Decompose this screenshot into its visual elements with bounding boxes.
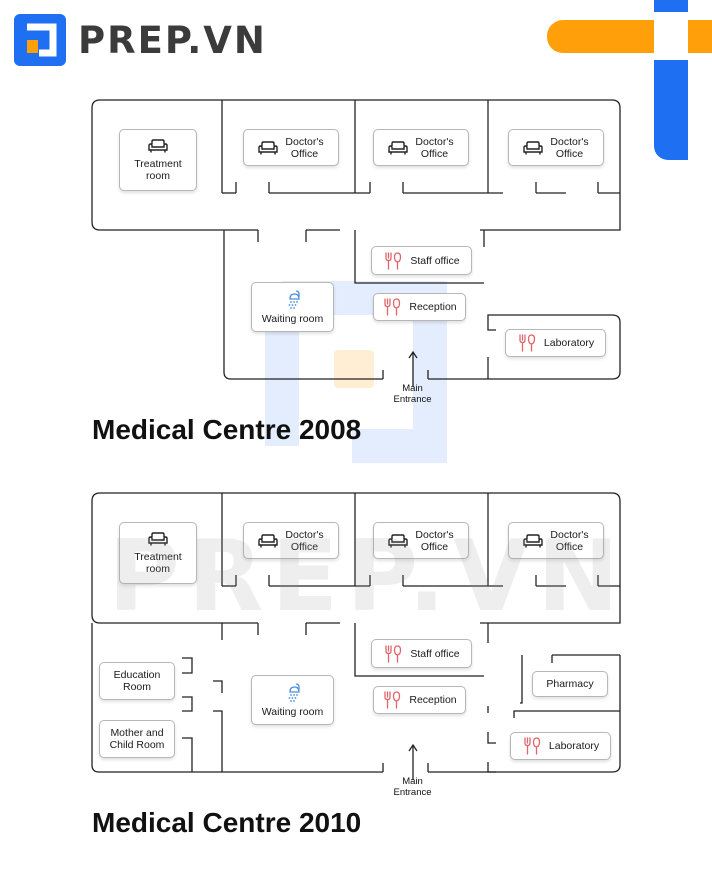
room-label: Doctor's — [285, 528, 324, 541]
room-label: Waiting room — [261, 313, 324, 325]
sofa-icon — [148, 138, 168, 154]
room-label: room — [146, 170, 170, 182]
cutlery-icon — [383, 251, 403, 271]
cutlery-icon — [383, 644, 403, 664]
waiting-room[interactable]: Waiting room — [251, 675, 334, 725]
sofa-icon — [258, 140, 278, 156]
room-label: Staff office — [410, 647, 460, 660]
laboratory[interactable]: Laboratory — [505, 329, 606, 357]
reception[interactable]: Reception — [373, 293, 466, 321]
brand-name: PREP.VN — [78, 18, 267, 62]
room-label: Laboratory — [543, 337, 595, 349]
room-label: Room — [122, 681, 151, 693]
treatment-room[interactable]: Treatment room — [119, 522, 197, 584]
room-label: Mother and — [110, 727, 164, 739]
plan-title-2010: Medical Centre 2010 — [92, 807, 362, 838]
shower-icon — [283, 289, 303, 309]
pharmacy[interactable]: Pharmacy — [532, 671, 608, 697]
brand-logo[interactable]: PREP.VN — [14, 14, 267, 66]
laboratory[interactable]: Laboratory — [510, 732, 611, 760]
room-label: Office — [420, 540, 449, 553]
room-label: Office — [555, 540, 584, 553]
shower-icon — [283, 682, 303, 702]
staff-office[interactable]: Staff office — [371, 246, 472, 275]
main-entrance-label: Main Entrance — [393, 383, 432, 405]
education-room[interactable]: Education Room — [99, 662, 175, 700]
mother-and-child-room[interactable]: Mother and Child Room — [99, 720, 175, 758]
room-label: Laboratory — [548, 740, 600, 752]
decoration-white-gap — [654, 12, 688, 60]
room-label: Education — [113, 669, 161, 681]
prep-logo-icon — [14, 14, 66, 66]
room-label: Office — [290, 540, 319, 553]
room-label: Staff office — [410, 254, 460, 267]
reception[interactable]: Reception — [373, 686, 466, 714]
room-label: Doctor's — [550, 135, 589, 148]
cutlery-icon — [522, 736, 542, 756]
room-label: Office — [555, 147, 584, 160]
cutlery-icon — [382, 297, 402, 317]
room-label: Office — [290, 147, 319, 160]
treatment-room[interactable]: Treatment room — [119, 129, 197, 191]
room-label: Waiting room — [261, 706, 324, 718]
room-label: Doctor's — [550, 528, 589, 541]
room-label: Reception — [409, 301, 457, 313]
room-label: Doctor's — [285, 135, 324, 148]
walls-2008 — [91, 99, 621, 387]
room-label: Doctor's — [415, 528, 454, 541]
room-label: room — [146, 563, 170, 575]
cutlery-icon — [382, 690, 402, 710]
staff-office[interactable]: Staff office — [371, 639, 472, 668]
room-label: Treatment — [134, 551, 182, 563]
plan-title-2008: Medical Centre 2008 — [92, 414, 362, 445]
cutlery-icon — [517, 333, 537, 353]
sofa-icon — [388, 140, 408, 156]
sofa-icon — [523, 140, 543, 156]
brand-watermark: PREP.VN — [108, 520, 628, 634]
room-label: Pharmacy — [546, 678, 594, 690]
room-label: Doctor's — [415, 135, 454, 148]
main-entrance-label: Main Entrance — [393, 776, 432, 798]
room-label: Reception — [409, 694, 457, 706]
room-label: Office — [420, 147, 449, 160]
room-label: Treatment — [134, 158, 182, 170]
room-label: Child Room — [109, 739, 165, 751]
waiting-room[interactable]: Waiting room — [251, 282, 334, 332]
walls-2010 — [91, 492, 621, 780]
